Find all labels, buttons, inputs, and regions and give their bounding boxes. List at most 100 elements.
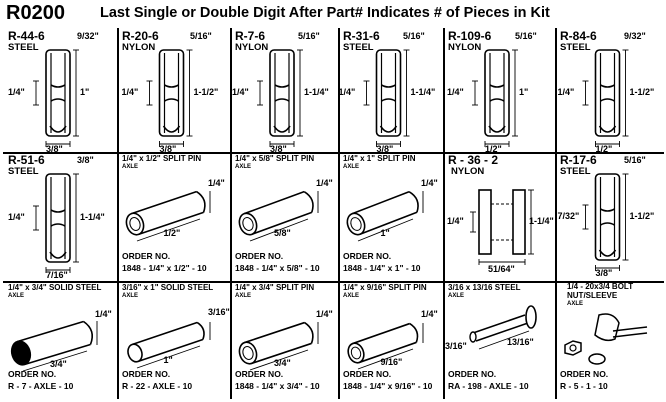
roller-bottom-curve xyxy=(49,125,67,133)
roller-hub-curve xyxy=(50,209,66,213)
pin-far-end xyxy=(196,190,206,213)
roller-hub-curve xyxy=(600,84,615,88)
length-dimension-line xyxy=(136,345,201,369)
roller-hub-curve xyxy=(164,98,179,102)
roller-outline xyxy=(269,49,295,137)
axle-drawing xyxy=(10,320,98,372)
pin-side xyxy=(243,190,305,215)
height-dimension: 1" xyxy=(519,87,529,97)
roller-flange xyxy=(478,189,492,255)
pin-far-end xyxy=(408,191,419,213)
order-label: ORDER NO. xyxy=(122,251,171,261)
part-number: R-31-6 xyxy=(343,29,380,43)
axle-drawing xyxy=(125,190,211,242)
roller-drawing xyxy=(472,49,518,147)
order-number: R - 7 - AXLE - 10 xyxy=(8,381,74,391)
length-dimension: 1/2" xyxy=(163,228,181,238)
roller-outline xyxy=(158,49,185,137)
axle-dimension: 1/4" xyxy=(232,87,249,97)
axle-drawing xyxy=(346,190,424,242)
pin-side xyxy=(17,320,84,343)
diameter-dimension: 1/4" xyxy=(316,178,333,188)
axle-caption: 1/4" x 9/16" SPLIT PIN xyxy=(343,283,427,292)
axle-dimension: 1/4" xyxy=(121,87,139,97)
roller-drawing xyxy=(582,173,629,271)
part-number: R-20-6 xyxy=(122,29,159,43)
length-dimension: 3/4" xyxy=(50,359,67,369)
order-label: ORDER NO. xyxy=(343,251,392,261)
roller-bottom-curve xyxy=(273,125,291,133)
roller-hub-curve xyxy=(50,223,66,227)
order-number: R - 22 - AXLE - 10 xyxy=(122,381,193,391)
sleeve-icon xyxy=(588,353,606,365)
axle-caption: 1/4" x 1/2" SPLIT PIN xyxy=(122,154,202,163)
width-dimension: 51/64" xyxy=(488,264,515,274)
width-dimension: 3/8" xyxy=(376,144,394,154)
order-number: R - 5 - 1 - 10 xyxy=(560,381,608,391)
diameter-dimension: 1/4" xyxy=(208,178,225,188)
grid-line xyxy=(443,28,445,399)
roller-hub-curve xyxy=(600,208,615,212)
width-dimension: 3/8" xyxy=(159,144,177,154)
pin-far-end xyxy=(83,320,93,345)
axle-caption: 1/4 - 20x3/4 BOLT xyxy=(567,282,634,291)
roller-hub-curve xyxy=(50,98,66,102)
pin-end xyxy=(127,343,143,363)
diameter-dimension: 1/4" xyxy=(421,309,438,319)
top-dimension: 9/32" xyxy=(624,31,646,41)
roller-hub-curve xyxy=(489,98,505,102)
axle-subcaption: AXLE xyxy=(122,164,139,170)
grid-line xyxy=(338,28,340,399)
roller-bottom-curve xyxy=(488,125,506,133)
pin-bore xyxy=(350,217,362,231)
grid-line xyxy=(3,152,664,154)
roller-drawing xyxy=(257,49,303,147)
roller-flange xyxy=(512,189,526,255)
height-dimension: 1-1/4" xyxy=(304,87,329,97)
roller-drawing xyxy=(33,173,79,273)
roller-drawing xyxy=(582,49,629,147)
roller-bottom-curve xyxy=(49,251,67,259)
part-number: R-51-6 xyxy=(8,153,45,167)
part-number: R - 36 - 2 xyxy=(448,153,499,167)
pin-bore xyxy=(242,217,254,231)
length-dimension-line xyxy=(22,350,88,372)
axle-side xyxy=(472,314,526,334)
length-dimension: 3/4" xyxy=(274,358,291,368)
roller-hub-curve xyxy=(274,84,290,88)
length-dimension: 9/16" xyxy=(380,357,403,367)
pin-side xyxy=(244,321,305,344)
height-dimension: 1" xyxy=(80,87,90,97)
width-dimension: 3/8" xyxy=(46,144,63,154)
length-dimension-line xyxy=(357,218,414,242)
diameter-dimension: 1/4" xyxy=(421,178,438,188)
height-dimension: 1-1/4" xyxy=(410,87,436,97)
length-dimension: 13/16" xyxy=(507,337,534,347)
axle-dimension: 1/4" xyxy=(8,87,25,97)
length-dimension-line xyxy=(357,348,414,370)
order-number: 1848 - 1/4" x 5/8" - 10 xyxy=(235,263,320,273)
axle-subcaption: AXLE xyxy=(567,301,584,307)
roller-bottom-curve xyxy=(598,125,617,133)
axle-caption: 1/4" x 3/4" SOLID STEEL xyxy=(8,283,102,292)
pin-far-end xyxy=(409,322,419,343)
axle-end xyxy=(469,331,477,343)
roller-hub-curve xyxy=(600,98,615,102)
order-number: 1848 - 1/4" x 9/16" - 10 xyxy=(343,381,433,391)
order-label: ORDER NO. xyxy=(235,369,284,379)
length-dimension-line xyxy=(249,349,309,371)
axle-dimension: 1/4" xyxy=(8,212,25,222)
pin-bore xyxy=(129,217,141,231)
width-dimension: 3/8" xyxy=(270,144,287,154)
order-label: ORDER NO. xyxy=(235,251,284,261)
roller-bottom-curve xyxy=(598,249,617,257)
pin-side xyxy=(351,190,410,215)
